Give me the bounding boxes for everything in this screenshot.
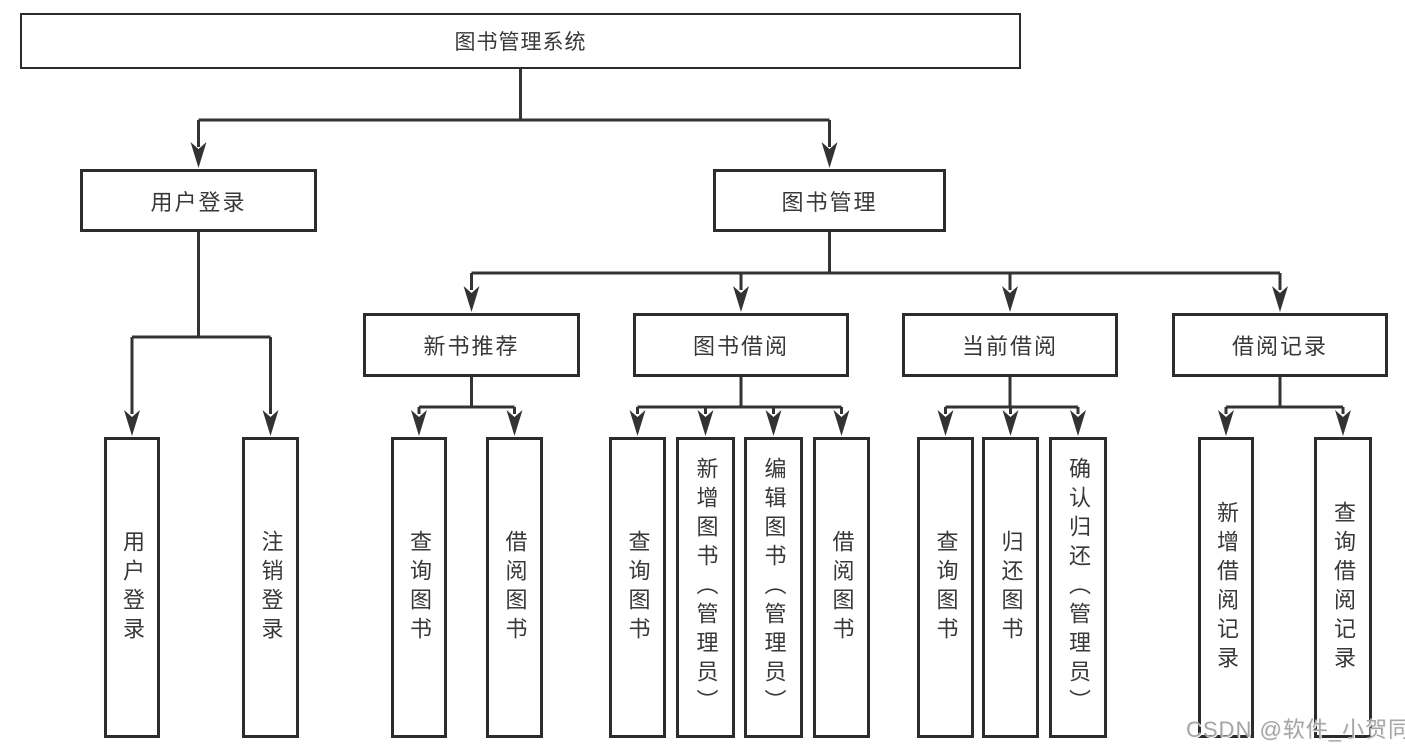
connector-lines	[130, 69, 1345, 414]
leaf-user-login: 用户登录	[104, 437, 160, 738]
node-borrowing-records: 借阅记录	[1172, 313, 1388, 377]
node-book-management: 图书管理	[713, 169, 946, 232]
leaf-query-borrow-record: 查询借阅记录	[1314, 437, 1372, 738]
leaf-query-book-recommend: 查询图书	[391, 437, 447, 738]
leaf-query-book-borrow: 查询图书	[609, 437, 666, 738]
node-library-system: 图书管理系统	[20, 13, 1021, 69]
node-book-borrowing: 图书借阅	[633, 313, 849, 377]
leaf-logout-login: 注销登录	[242, 437, 299, 738]
node-user-login: 用户登录	[80, 169, 317, 232]
leaf-borrow-book: 借阅图书	[813, 437, 870, 738]
leaf-return-book: 归还图书	[982, 437, 1039, 738]
leaf-add-borrow-record: 新增借阅记录	[1198, 437, 1254, 738]
leaf-query-book-current: 查询图书	[917, 437, 974, 738]
leaf-edit-book-admin: 编辑图书（管理员）	[744, 437, 803, 738]
watermark-text: CSDN @软件_小贺同学	[1186, 717, 1405, 742]
leaf-borrow-book-recommend: 借阅图书	[486, 437, 543, 738]
leaf-confirm-return-admin: 确认归还（管理员）	[1049, 437, 1107, 738]
node-current-borrowing: 当前借阅	[902, 313, 1118, 377]
leaf-add-book-admin: 新增图书（管理员）	[676, 437, 735, 738]
node-new-book-recommend: 新书推荐	[363, 313, 580, 377]
